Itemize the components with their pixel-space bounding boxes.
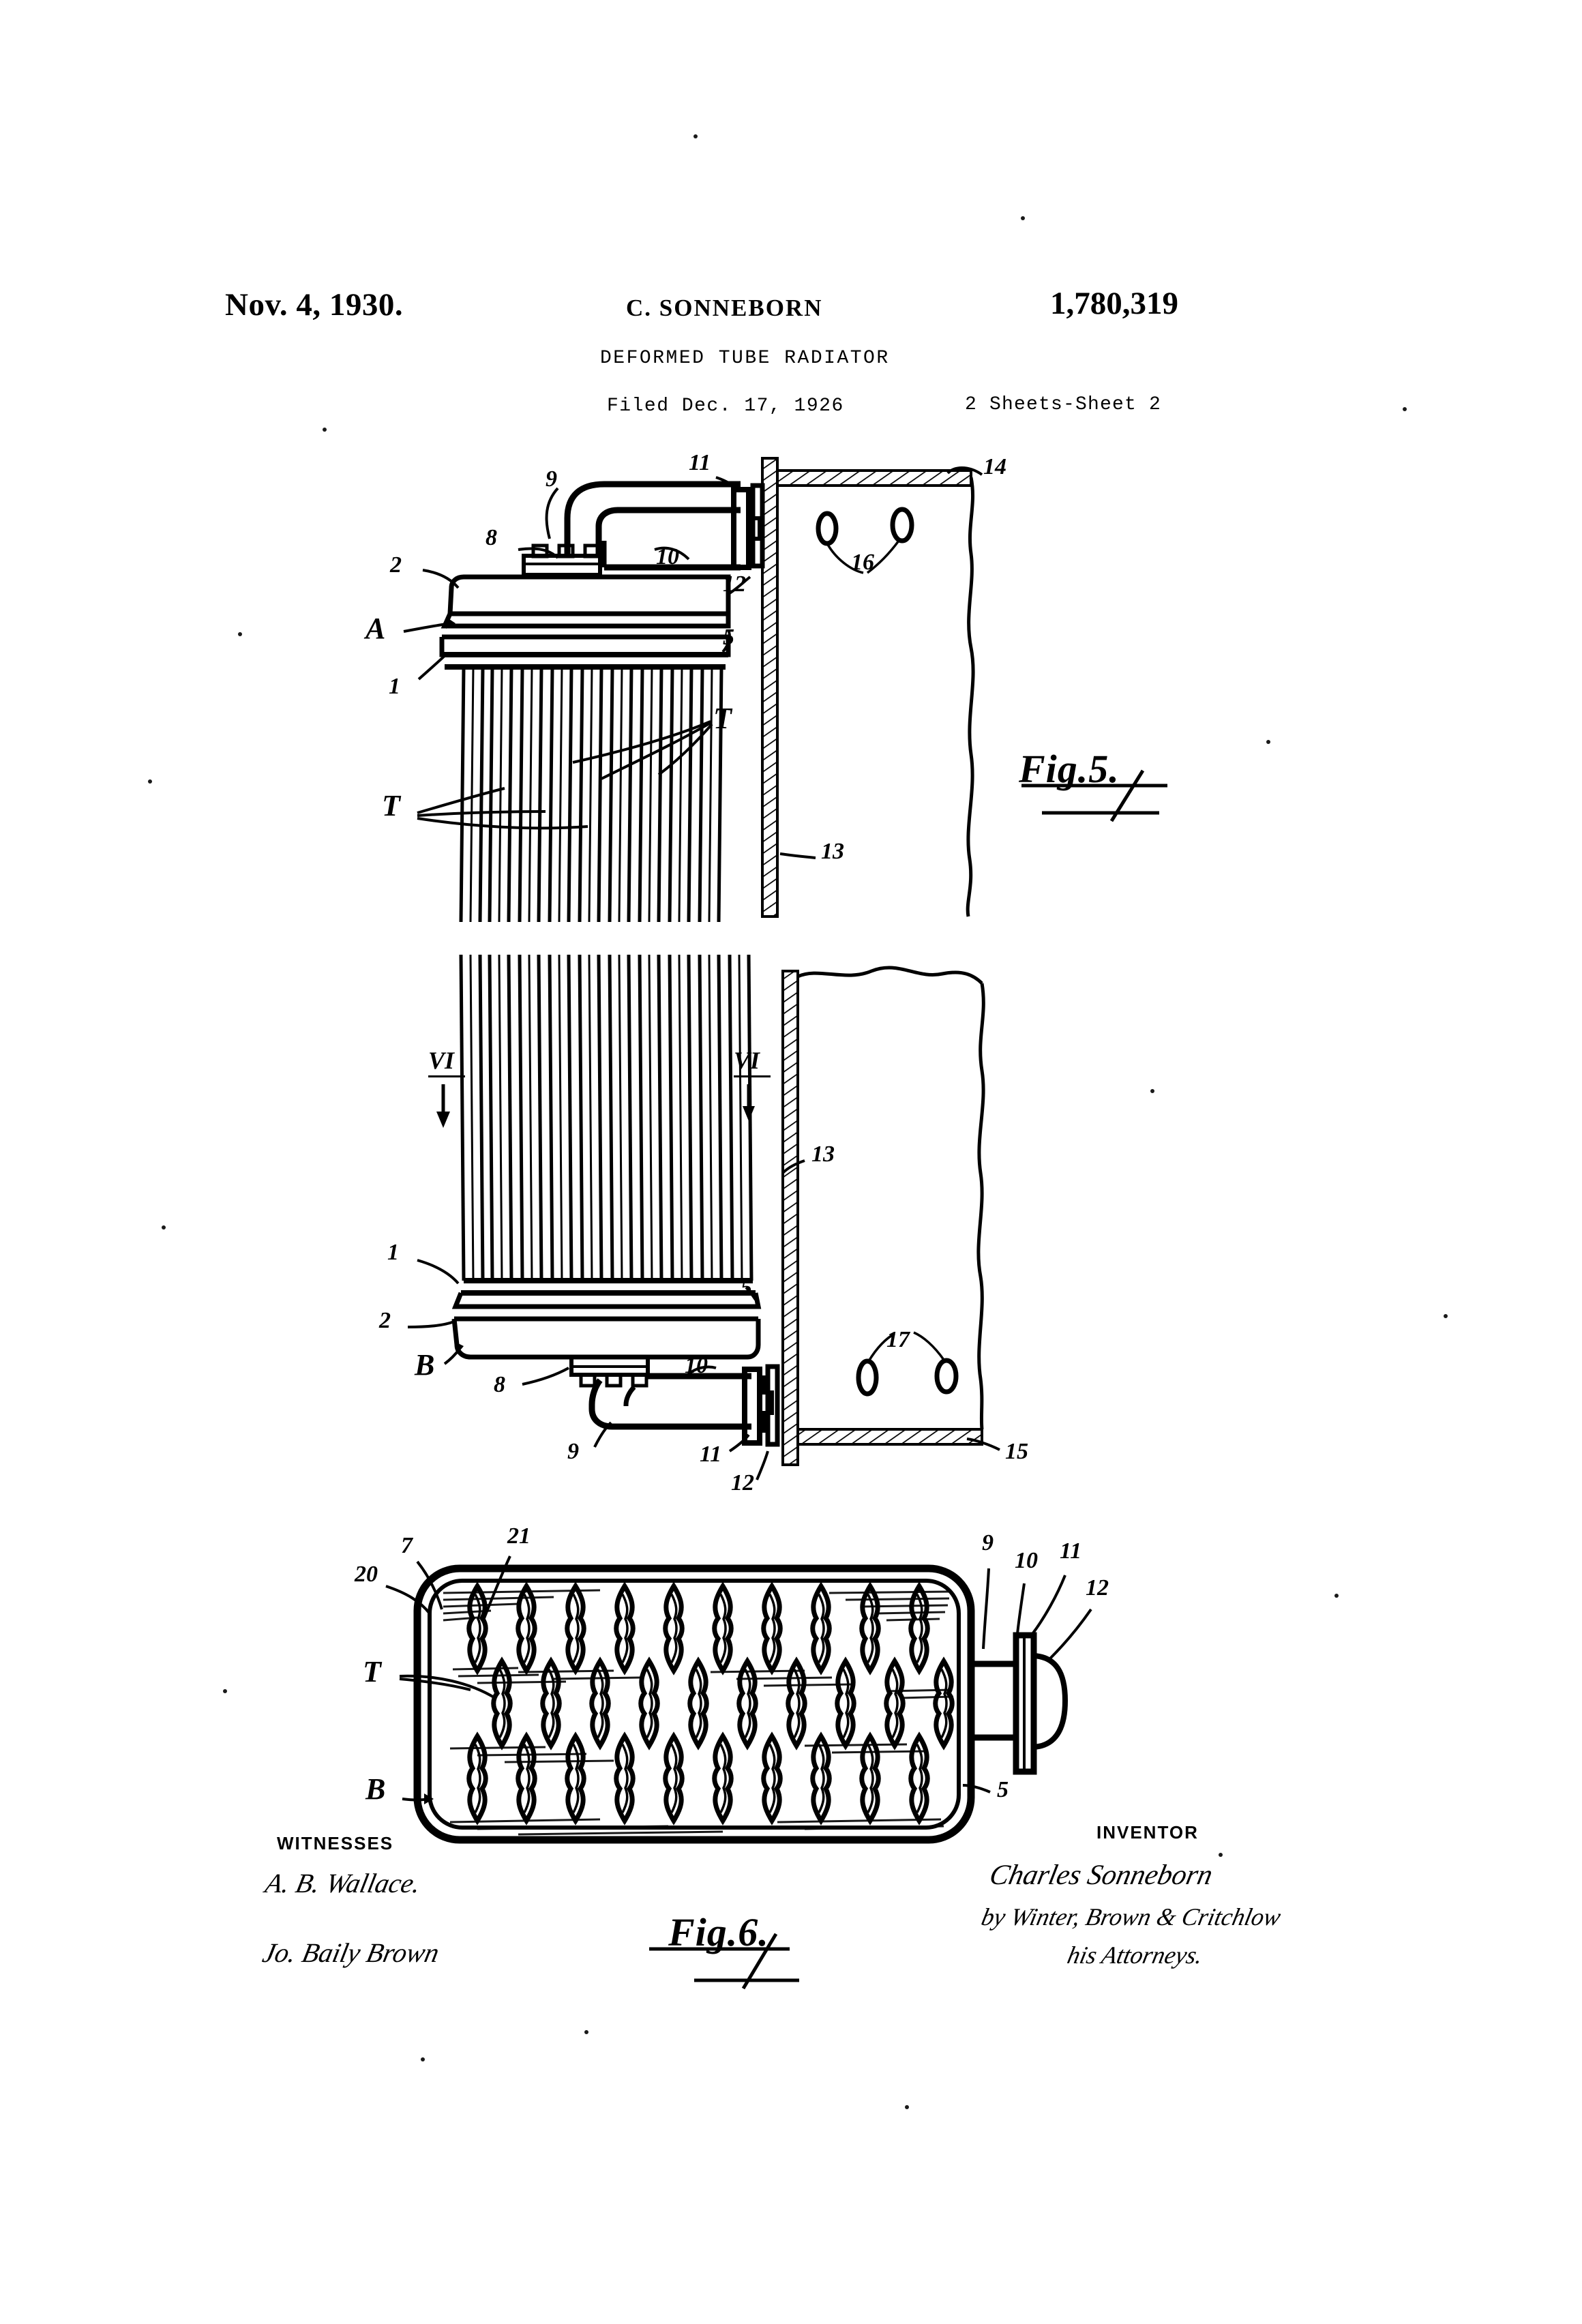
witness-signature-2: Jo. Baily Brown xyxy=(260,1937,443,1968)
fig5-lower-assembly xyxy=(407,954,1000,1480)
invention-title: DEFORMED TUBE RADIATOR xyxy=(600,348,890,369)
figure-label-rules xyxy=(649,769,1167,1990)
upper-header-tank xyxy=(439,543,731,670)
ref-14: 14 xyxy=(983,454,1006,479)
ref-8-upper: 8 xyxy=(486,525,497,550)
ref-16: 16 xyxy=(851,550,874,575)
ref-10-fig6: 10 xyxy=(1015,1548,1038,1573)
ref-1-lower: 1 xyxy=(387,1240,399,1265)
leader-lines-upper xyxy=(403,466,983,859)
shell-bolt-holes-lower xyxy=(856,1331,959,1397)
ref-10-lower: 10 xyxy=(685,1353,708,1378)
section-marker-vi-right-label: VI xyxy=(734,1047,760,1074)
shell-wall-lower xyxy=(781,966,985,1466)
ref-17: 17 xyxy=(886,1327,910,1352)
lower-header-tank xyxy=(451,1278,762,1388)
ref-5-upper: 5 xyxy=(723,625,734,650)
ref-5-lower: 5 xyxy=(741,1275,752,1300)
shell-wall-upper xyxy=(761,457,975,918)
section-marker-vi-left-label: VI xyxy=(428,1047,455,1074)
outlet-pipe-assembly xyxy=(588,1364,780,1447)
ref-12-upper: 12 xyxy=(723,571,746,597)
shell-bolt-holes-upper xyxy=(816,507,914,574)
ref-T-fig6: T xyxy=(363,1655,381,1688)
leader-lines-fig6 xyxy=(385,1555,1092,1804)
ref-12-lower: 12 xyxy=(731,1470,754,1495)
ref-B-fig5: B xyxy=(415,1348,435,1382)
ref-T-upper-left: T xyxy=(382,789,400,822)
filing-date: Filed Dec. 17, 1926 xyxy=(607,396,844,417)
leader-lines-lower xyxy=(407,1159,1000,1480)
sheet-count: 2 Sheets-Sheet 2 xyxy=(965,394,1162,415)
figure-6-label: Fig.6. xyxy=(668,1910,769,1954)
issue-date: Nov. 4, 1930. xyxy=(225,287,404,323)
ref-9-fig6: 9 xyxy=(982,1530,994,1555)
ref-B-fig6: B xyxy=(365,1772,386,1806)
ref-5-fig6: 5 xyxy=(997,1777,1009,1802)
ref-8-lower: 8 xyxy=(494,1372,505,1397)
figure-5-label: Fig.5. xyxy=(1019,747,1120,791)
ref-12-fig6: 12 xyxy=(1086,1575,1109,1600)
sheet-header: Nov. 4, 1930. C. SONNEBORN 1,780,319 DEF… xyxy=(0,0,1582,436)
witnesses-heading: WITNESSES xyxy=(277,1833,394,1853)
section-marker-rule-right xyxy=(734,1075,771,1077)
ref-10-upper: 10 xyxy=(656,544,679,569)
inventor-name: C. SONNEBORN xyxy=(626,295,823,321)
inventor-heading: INVENTOR xyxy=(1096,1822,1199,1843)
scan-speckles xyxy=(148,134,1448,2109)
ref-T-upper-right: T xyxy=(713,702,732,735)
ref-A: A xyxy=(365,612,386,645)
ref-13-lower: 13 xyxy=(811,1142,835,1167)
tube-core-lower xyxy=(459,954,753,1281)
ref-11-fig6: 11 xyxy=(1060,1538,1082,1564)
ref-7: 7 xyxy=(401,1533,413,1558)
section-marker-vi-right: VI xyxy=(734,1046,771,1077)
inlet-pipe-assembly xyxy=(564,481,765,571)
inventor-signature: Charles Sonneborn xyxy=(987,1860,1216,1891)
ref-9-lower: 9 xyxy=(567,1439,579,1464)
fig6-outlet-assembly xyxy=(971,1632,1069,1775)
attorney-role: his Attorneys. xyxy=(1064,1941,1206,1969)
ref-1-upper: 1 xyxy=(389,674,400,699)
tank-outer-wall xyxy=(413,1564,975,1844)
tank-inner-wall xyxy=(428,1579,961,1830)
section-marker-vi-left: VI xyxy=(428,1046,465,1077)
attorney-signature: by Winter, Brown & Critchlow xyxy=(979,1903,1283,1931)
ref-15: 15 xyxy=(1005,1439,1028,1464)
patent-number: 1,780,319 xyxy=(1050,286,1178,321)
ref-11-lower: 11 xyxy=(700,1442,722,1467)
fig5-upper-assembly xyxy=(403,457,983,923)
section-shading xyxy=(443,1589,954,1836)
witness-signature-1: A. B. Wallace. xyxy=(263,1868,424,1898)
ref-13-upper: 13 xyxy=(821,839,844,864)
ref-21: 21 xyxy=(507,1523,531,1549)
ref-9-upper: 9 xyxy=(546,466,557,492)
ref-2-lower: 2 xyxy=(379,1308,391,1333)
tube-core-upper xyxy=(459,666,723,923)
section-marker-rule-left xyxy=(428,1075,465,1077)
ref-2-upper: 2 xyxy=(390,552,402,578)
ref-11-upper: 11 xyxy=(689,450,711,475)
ref-20: 20 xyxy=(355,1562,378,1587)
fig6-plan-section xyxy=(385,1555,1092,1844)
